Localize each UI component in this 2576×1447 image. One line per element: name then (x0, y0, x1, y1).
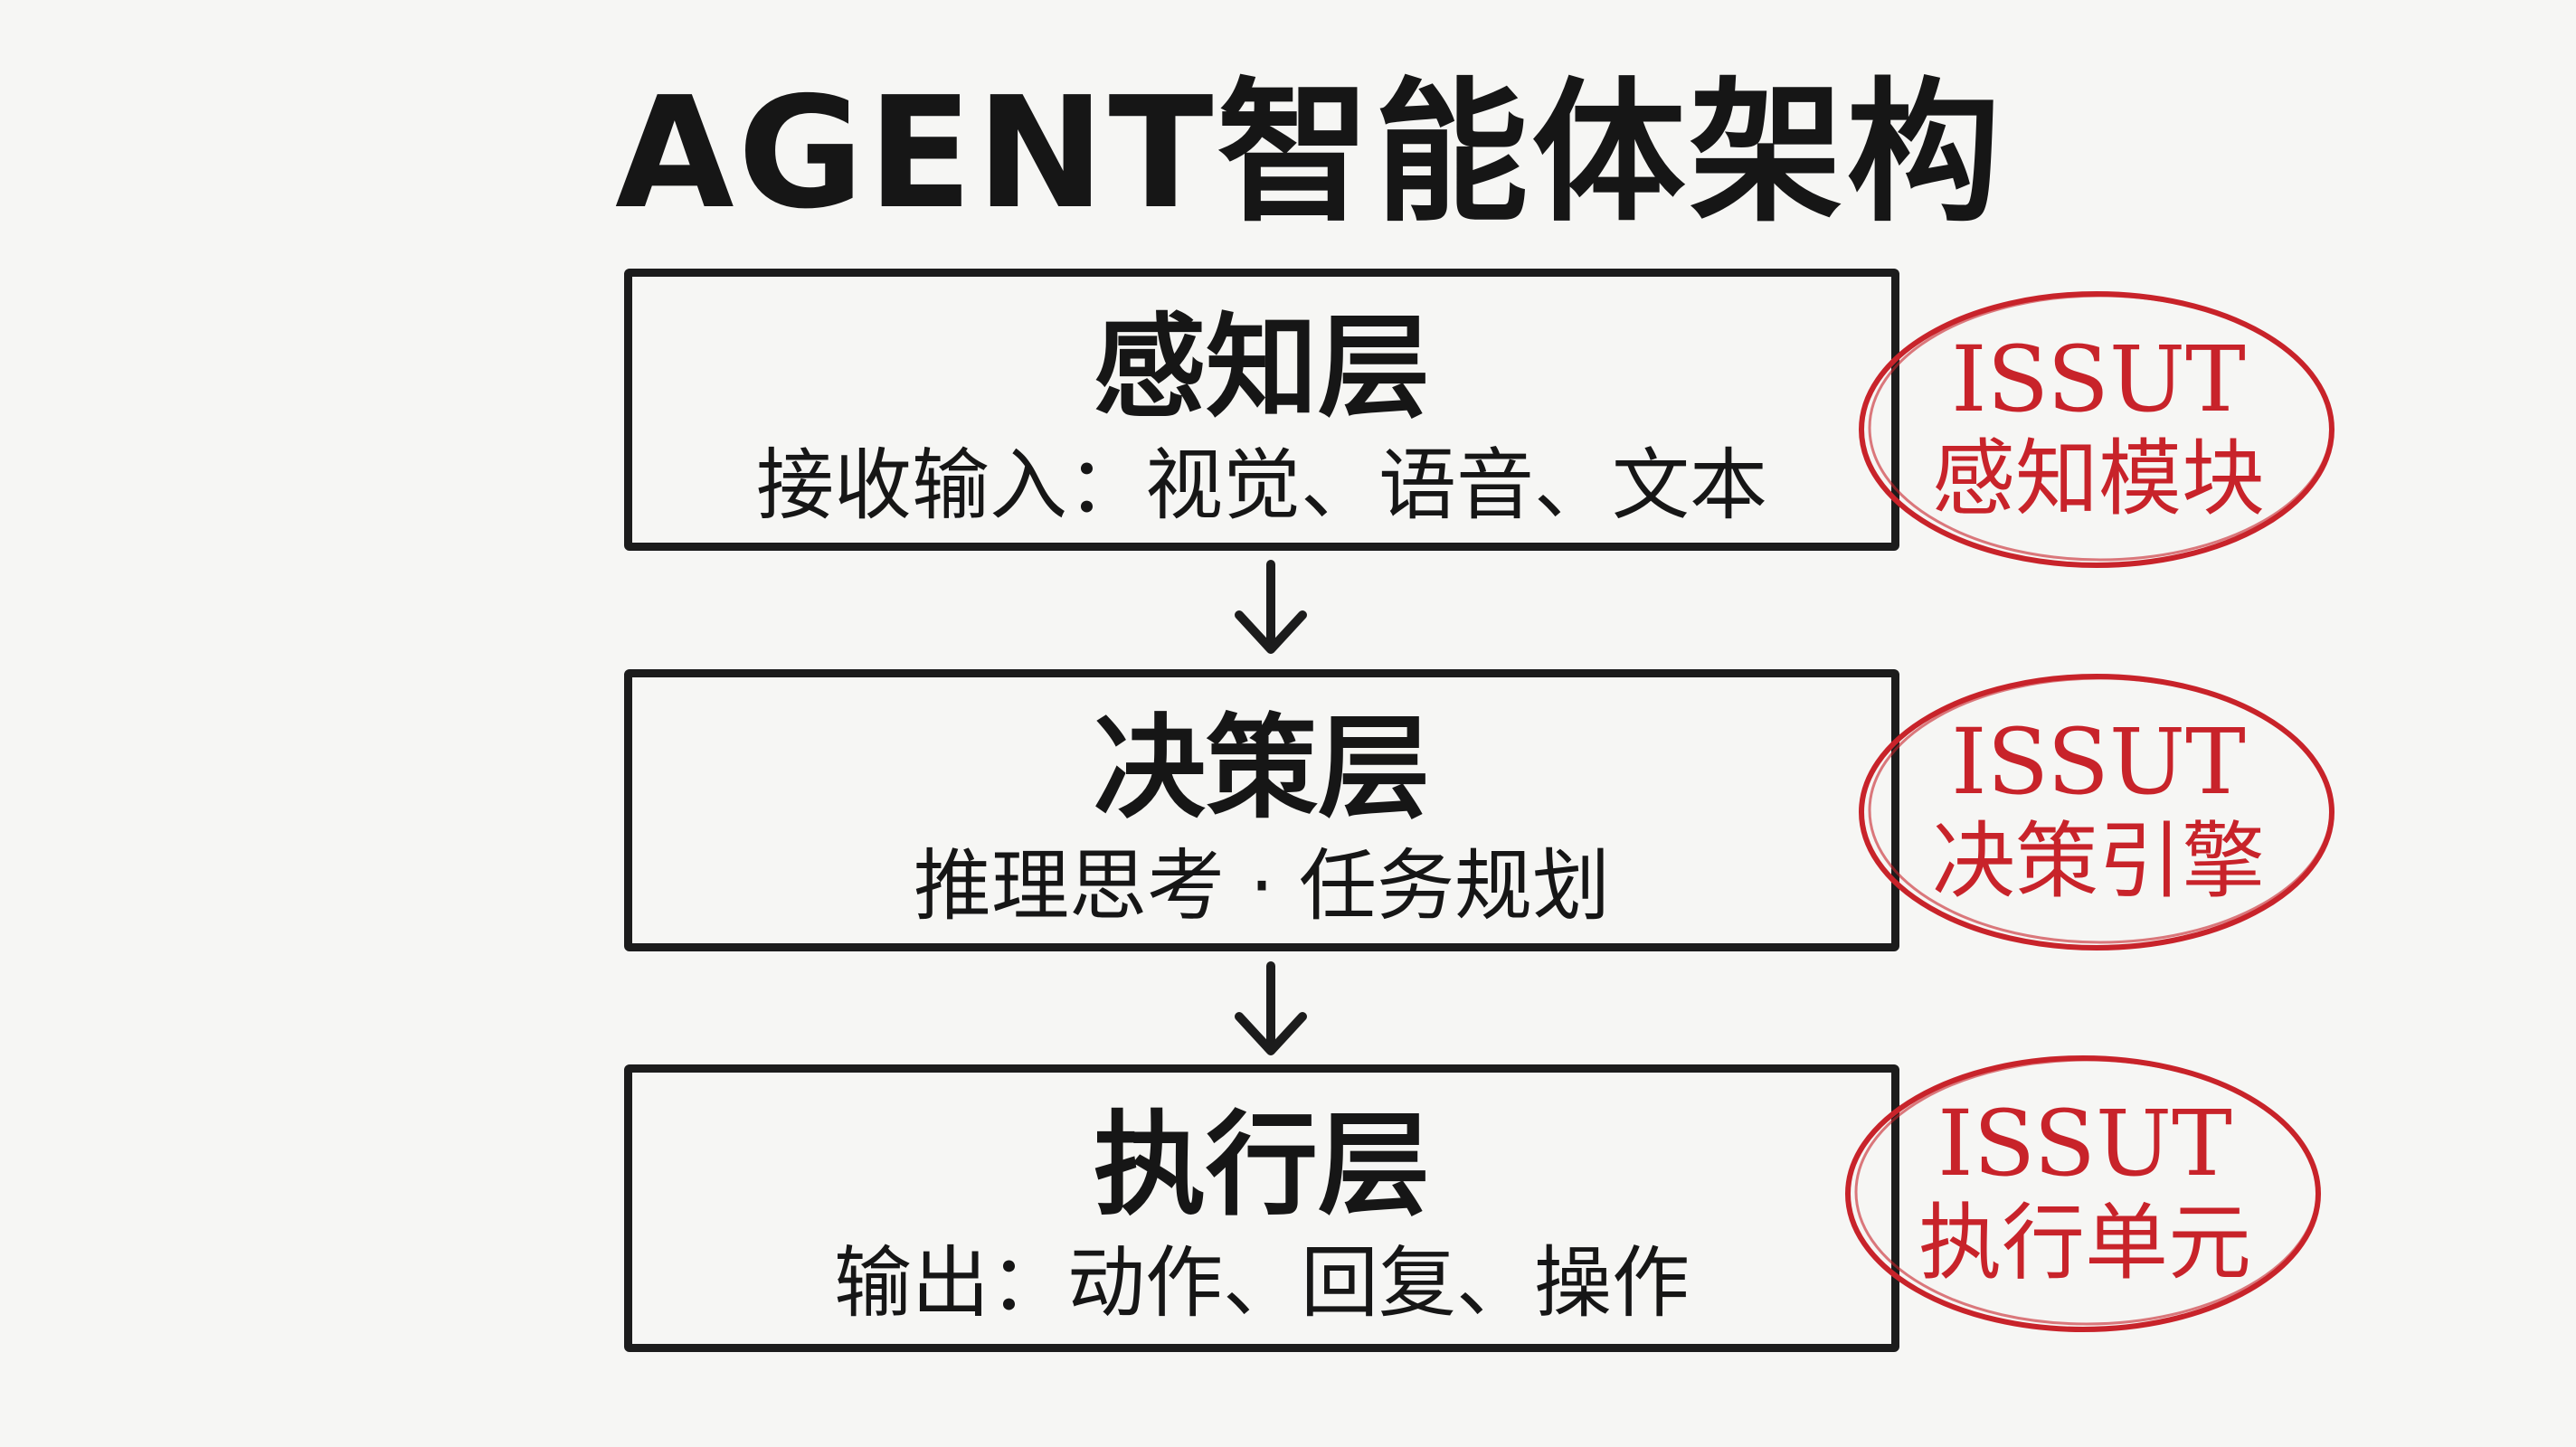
stamp-code: ISSUT (1951, 709, 2246, 815)
stamp-code: ISSUT (1937, 1091, 2232, 1196)
layer-name-execution: 执行层 (1093, 1101, 1430, 1231)
layer-name-decision: 决策层 (1093, 704, 1430, 834)
stamp-ellipse-icon (1859, 674, 2334, 950)
stamp-perception: ISSUT 感知模块 (1854, 285, 2343, 574)
arrow-down-icon (1235, 560, 1307, 654)
stamp-ellipse-icon (1859, 291, 2334, 568)
stamp-label: 感知模块 (1931, 430, 2265, 527)
stamp-ellipse-icon (1845, 1055, 2321, 1332)
layer-box-decision: 决策层 推理思考 · 任务规划 (624, 669, 1899, 951)
stamp-code: ISSUT (1951, 326, 2246, 432)
layer-box-perception: 感知层 接收输入：视觉、语音、文本 (624, 269, 1899, 551)
layer-desc-decision: 推理思考 · 任务规划 (913, 841, 1610, 932)
layer-name-perception: 感知层 (1093, 303, 1430, 433)
stamp-execution: ISSUT 执行单元 (1841, 1049, 2329, 1338)
stamp-label: 执行单元 (1918, 1195, 2251, 1291)
layer-desc-execution: 输出：动作、回复、操作 (834, 1238, 1690, 1329)
stamp-label: 决策引擎 (1931, 813, 2265, 910)
stamp-decision: ISSUT 决策引擎 (1854, 667, 2343, 957)
diagram-title: AGENT智能体架构 (615, 64, 2004, 243)
arrow-down-icon (1235, 961, 1307, 1055)
layer-box-execution: 执行层 输出：动作、回复、操作 (624, 1064, 1899, 1352)
layer-desc-perception: 接收输入：视觉、语音、文本 (756, 440, 1767, 531)
